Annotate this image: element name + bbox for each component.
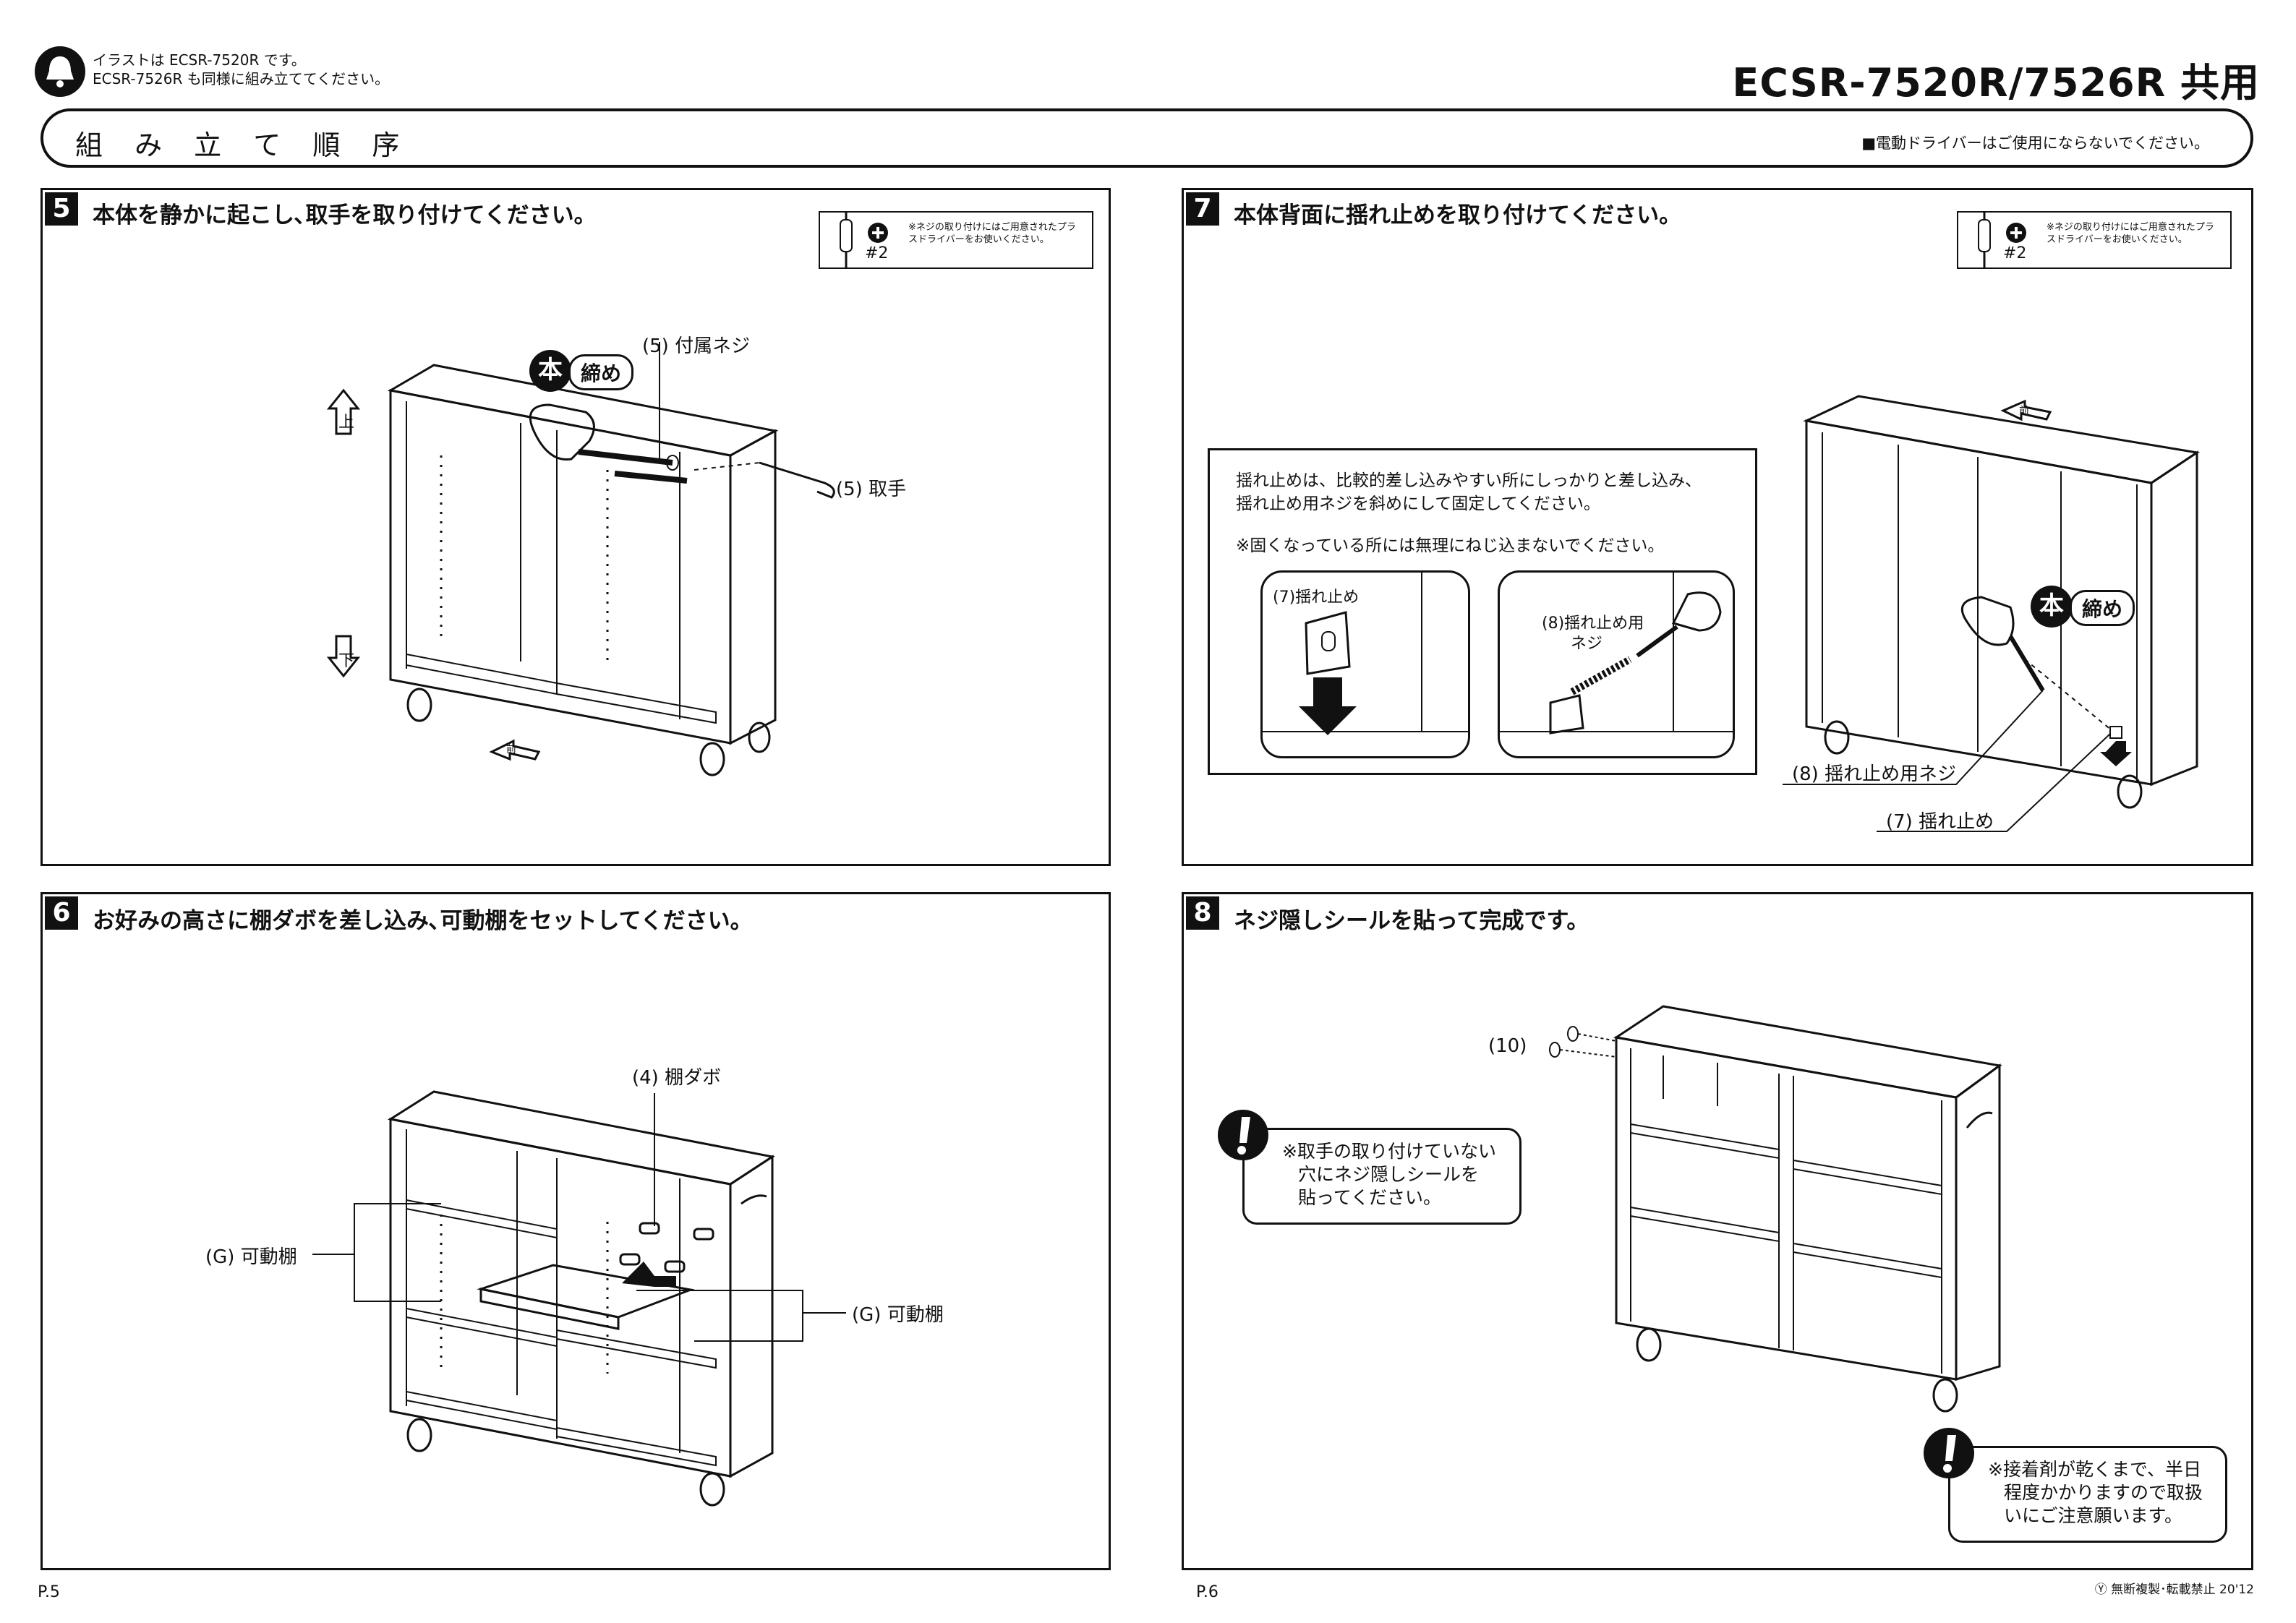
inset-line1: 揺れ止めは、比較的差し込みやすい所にしっかりと差し込み、 xyxy=(1236,471,1702,490)
inset-note: ※固くなっている所には無理にねじ込まないでください。 xyxy=(1236,536,1665,555)
step-6-panel xyxy=(40,892,1111,1570)
step-5-panel xyxy=(40,188,1111,866)
callout-1-line2: 穴にネジ隠しシールを xyxy=(1298,1164,1480,1185)
section-banner xyxy=(40,108,2253,168)
page-number-left: P.5 xyxy=(38,1583,60,1601)
step-7-screw-label: (8) 揺れ止め用ネジ xyxy=(1792,763,1957,785)
step-8-title: ネジ隠しシールを貼って完成です。 xyxy=(1234,908,1589,934)
step-5-tighten-badge: 本 xyxy=(529,350,571,392)
step-5-down-label: 下 xyxy=(338,652,355,670)
cabinet-7 xyxy=(1803,395,2200,809)
step-8-callout-1: ※取手の取り付けていない 穴にネジ隠しシールを 貼ってください。 xyxy=(1242,1128,1522,1225)
up-arrow-icon xyxy=(326,388,361,435)
inset-line2: 揺れ止め用ネジを斜めにして固定してください。 xyxy=(1236,494,1600,513)
step-7-tighten-label: 締め xyxy=(2070,590,2135,626)
step-8-seal-label: (10) xyxy=(1488,1035,1527,1057)
step-5-up-label: 上 xyxy=(338,414,355,432)
tool-size: #2 xyxy=(865,244,889,262)
step-7-tighten-badge: 本 xyxy=(2031,586,2073,628)
step-7-front-label: 前 xyxy=(2019,406,2029,417)
banner-note: ■電動ドライバーはご使用にならないでください。 xyxy=(1861,134,2209,152)
step-6-shelf-label-left: (G) 可動棚 xyxy=(205,1246,297,1268)
cabinet-6 xyxy=(387,1090,775,1507)
callout-2-line1: ※接着剤が乾くまで、半日 xyxy=(1988,1459,2201,1480)
step-7-title: 本体背面に揺れ止めを取り付けてください。 xyxy=(1234,202,1682,228)
inset-left-label: (7)揺れ止め xyxy=(1273,588,1360,607)
callout-1-line1: ※取手の取り付けていない xyxy=(1282,1141,1496,1162)
step-5-handle-label: (5) 取手 xyxy=(836,479,907,500)
step-7-stopper-label: (7) 揺れ止め xyxy=(1886,811,1994,833)
cabinet-5 xyxy=(387,364,779,776)
step-5-title: 本体を静かに起こし､取手を取り付けてください。 xyxy=(93,202,597,228)
header-note: イラストは ECSR-7520R です。 ECSR-7526R も同様に組み立て… xyxy=(93,51,389,88)
inset-detail-right: (8)揺れ止め用 ネジ xyxy=(1498,570,1735,758)
screwdriver-icon xyxy=(840,213,888,267)
leader-lines-6 xyxy=(312,1203,846,1342)
warning-icon xyxy=(1218,1110,1268,1160)
step-7-panel xyxy=(1182,188,2253,866)
handle-5 xyxy=(694,461,835,499)
tool-note: ※ネジの取り付けにはご用意されたプラスドライバーをお使いください。 xyxy=(2047,222,2214,245)
header-note-line1: イラストは ECSR-7520R です。 xyxy=(93,51,306,69)
step-8-callout-2: ※接着剤が乾くまで、半日 程度かかりますので取扱 いにご注意願います。 xyxy=(1948,1446,2227,1543)
step-7-tool-box: #2 ※ネジの取り付けにはご用意されたプラスドライバーをお使いください。 xyxy=(1957,211,2232,269)
tool-size: #2 xyxy=(2003,244,2027,262)
step-5-screw-label: (5) 付属ネジ xyxy=(642,335,751,357)
callout-2-line3: いにご注意願います。 xyxy=(2004,1505,2183,1526)
model-title: ECSR-7520R/7526R 共用 xyxy=(1732,60,2260,106)
step-5-tool-box: #2 ※ネジの取り付けにはご用意されたプラスドライバーをお使いください。 xyxy=(819,211,1093,269)
step-7-number: 7 xyxy=(1186,192,1219,226)
step-5-tighten-label: 締め xyxy=(568,354,634,390)
step-6-dowel-label: (4) 棚ダボ xyxy=(632,1067,722,1089)
step-5-front-label: 前 xyxy=(506,744,516,755)
page-number-right: P.6 xyxy=(1196,1583,1219,1601)
warning-icon xyxy=(1924,1428,1974,1478)
front-arrow-icon xyxy=(489,739,541,761)
seal-8 xyxy=(1549,1026,1617,1058)
callout-2-line2: 程度かかりますので取扱 xyxy=(2004,1482,2203,1503)
step-6-number: 6 xyxy=(45,896,78,930)
hand-icon xyxy=(529,403,595,461)
banner-title: 組 み 立 て 順 序 xyxy=(75,129,411,161)
inset-right-label-1: (8)揺れ止め用 xyxy=(1542,614,1644,633)
step-6-shelf-label-right: (G) 可動棚 xyxy=(852,1304,944,1326)
step-5-number: 5 xyxy=(45,192,78,226)
step-6-title: お好みの高さに棚ダボを差し込み､可動棚をセットしてください。 xyxy=(93,908,753,934)
inset-right-label-2: ネジ xyxy=(1571,635,1603,653)
inset-detail-left: (7)揺れ止め xyxy=(1260,570,1470,758)
screw-5 xyxy=(578,342,688,484)
step-8-panel xyxy=(1182,892,2253,1570)
step-8-number: 8 xyxy=(1186,896,1219,930)
header-note-line2: ECSR-7526R も同様に組み立ててください。 xyxy=(93,70,390,87)
callout-1-line3: 貼ってください。 xyxy=(1298,1187,1442,1208)
cabinet-8 xyxy=(1613,1005,2002,1413)
screwdriver-icon xyxy=(1978,213,2026,267)
copyright-notice: Ⓨ 無断複製･転載禁止 20'12 xyxy=(2094,1583,2254,1597)
tool-note: ※ネジの取り付けにはご用意されたプラスドライバーをお使いください。 xyxy=(908,222,1076,245)
leader-lines-7 xyxy=(1783,690,2111,832)
bell-icon xyxy=(35,46,85,97)
step-7-inset: 揺れ止めは、比較的差し込みやすい所にしっかりと差し込み、 揺れ止め用ネジを斜めに… xyxy=(1208,448,1757,775)
dowel-6 xyxy=(619,1093,714,1273)
down-arrow-icon xyxy=(326,635,361,678)
